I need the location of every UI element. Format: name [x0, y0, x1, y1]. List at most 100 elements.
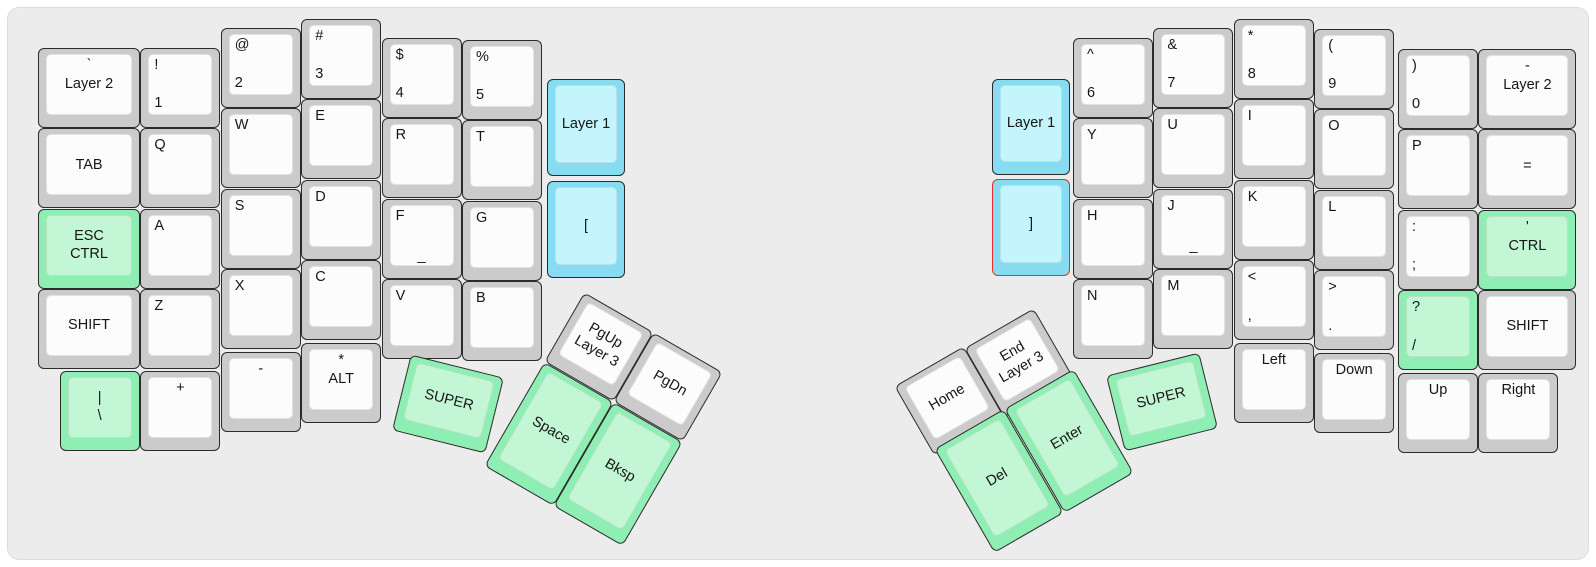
key-star-8[interactable]: *8	[1233, 19, 1314, 99]
key-tab[interactable]: TAB	[38, 128, 140, 209]
key-colon-semicolon[interactable]: :;	[1398, 209, 1478, 290]
key-star-alt[interactable]: *ALT	[301, 343, 382, 423]
keycap-face: !1	[148, 54, 213, 115]
key-label-center-group: =	[1487, 136, 1567, 195]
key-f[interactable]: F_	[381, 198, 462, 279]
key-at-2[interactable]: @2	[220, 28, 301, 108]
keycap-face: SUPER	[402, 362, 495, 439]
key-w[interactable]: W	[220, 108, 301, 189]
key-c[interactable]: C	[301, 260, 382, 341]
key-n[interactable]: N	[1073, 279, 1153, 360]
key-quote-ctrl[interactable]: 'CTRL	[1478, 209, 1577, 290]
key-arrow-left[interactable]: Left	[1233, 343, 1314, 423]
keycap-face: @2	[228, 34, 293, 95]
key-layer2-left[interactable]: `Layer 2	[38, 48, 140, 128]
key-shift-left[interactable]: SHIFT	[38, 289, 140, 370]
key-x[interactable]: X	[220, 269, 301, 350]
key-y[interactable]: Y	[1073, 118, 1153, 199]
key-e[interactable]: E	[301, 99, 382, 180]
key-question-slash[interactable]: ?/	[1398, 290, 1478, 371]
key-label: =	[1523, 157, 1532, 174]
key-dollar-4[interactable]: $4	[381, 38, 462, 118]
keycap-face: )0	[1406, 55, 1470, 116]
key-label: ]	[1028, 215, 1034, 232]
keycap-face: *ALT	[309, 349, 374, 410]
key-b[interactable]: B	[462, 281, 542, 362]
key-s[interactable]: S	[220, 188, 301, 269]
key-label: 8	[1247, 66, 1256, 83]
keycap-face: B	[470, 287, 534, 349]
key-amp-7[interactable]: &7	[1153, 28, 1234, 108]
key-lparen-9[interactable]: (9	[1314, 29, 1395, 109]
key-label: >	[1328, 279, 1337, 296]
key-i[interactable]: I	[1233, 99, 1314, 180]
key-super-left[interactable]: SUPER	[391, 354, 505, 454]
key-label: B	[476, 290, 486, 307]
key-o[interactable]: O	[1314, 109, 1395, 190]
key-label: P	[1412, 138, 1422, 155]
key-g[interactable]: G	[462, 200, 542, 281]
keycap-face: R	[389, 124, 454, 186]
keycap-face: M	[1161, 275, 1226, 337]
key-gt-period[interactable]: >.	[1314, 270, 1395, 351]
key-plus[interactable]: +	[140, 371, 221, 451]
key-minus[interactable]: -	[220, 352, 301, 432]
key-label: Y	[1087, 127, 1097, 144]
key-label: 9	[1328, 76, 1337, 93]
key-lt-comma[interactable]: <,	[1233, 260, 1314, 341]
key-layer2-right[interactable]: -Layer 2	[1478, 49, 1577, 129]
keycap-face: C	[309, 266, 374, 328]
key-caret-6[interactable]: ^6	[1073, 38, 1153, 118]
key-arrow-down[interactable]: Down	[1314, 353, 1395, 433]
key-d[interactable]: D	[301, 179, 382, 260]
key-a[interactable]: A	[140, 208, 221, 289]
key-label: Layer 2	[64, 76, 114, 93]
keycap-face: A	[148, 214, 213, 276]
key-lbracket[interactable]: [	[547, 181, 625, 278]
key-l[interactable]: L	[1314, 189, 1395, 270]
key-label: CTRL	[70, 245, 108, 262]
key-layer1-left[interactable]: Layer 1	[547, 79, 625, 176]
key-label: _	[417, 248, 426, 265]
key-super-right[interactable]: SUPER	[1105, 352, 1219, 452]
key-percent-5[interactable]: %5	[462, 40, 542, 120]
key-label: -	[258, 361, 264, 377]
key-equals[interactable]: =	[1478, 129, 1577, 210]
key-z[interactable]: Z	[140, 289, 221, 370]
key-j[interactable]: J_	[1153, 188, 1234, 269]
key-pipe-backslash[interactable]: |\	[59, 371, 140, 451]
key-label: ESC	[74, 228, 104, 245]
key-label: %	[476, 49, 489, 65]
key-excl-1[interactable]: !1	[140, 48, 221, 128]
key-label-center-group: Layer 1	[556, 86, 616, 162]
key-label: (	[1328, 38, 1334, 54]
key-label-center-group: TAB	[47, 135, 131, 194]
keycap-face: Y	[1081, 124, 1145, 186]
key-q[interactable]: Q	[140, 128, 221, 209]
key-hash-3[interactable]: #3	[301, 19, 382, 99]
key-t[interactable]: T	[462, 120, 542, 201]
key-layer1-right[interactable]: Layer 1	[992, 79, 1070, 175]
keycap-face: P	[1406, 135, 1470, 197]
key-p[interactable]: P	[1398, 129, 1478, 210]
key-label: 7	[1167, 75, 1176, 92]
key-u[interactable]: U	[1153, 108, 1234, 189]
key-label: Right	[1501, 382, 1536, 398]
key-v[interactable]: V	[381, 279, 462, 360]
keycap-face: <,	[1241, 266, 1306, 328]
key-m[interactable]: M	[1153, 269, 1234, 350]
key-arrow-right[interactable]: Right	[1478, 373, 1559, 453]
key-rparen-0[interactable]: )0	[1398, 49, 1478, 129]
key-h[interactable]: H	[1073, 198, 1153, 279]
key-label: Layer 2	[1503, 77, 1552, 94]
key-rbracket[interactable]: ]	[992, 179, 1070, 276]
key-shift-right[interactable]: SHIFT	[1478, 290, 1577, 371]
key-r[interactable]: R	[381, 118, 462, 199]
key-label: \	[97, 408, 102, 424]
key-k[interactable]: K	[1233, 179, 1314, 260]
keycap-face: Right	[1486, 379, 1551, 440]
key-label: O	[1328, 118, 1340, 135]
key-arrow-up[interactable]: Up	[1398, 373, 1478, 453]
